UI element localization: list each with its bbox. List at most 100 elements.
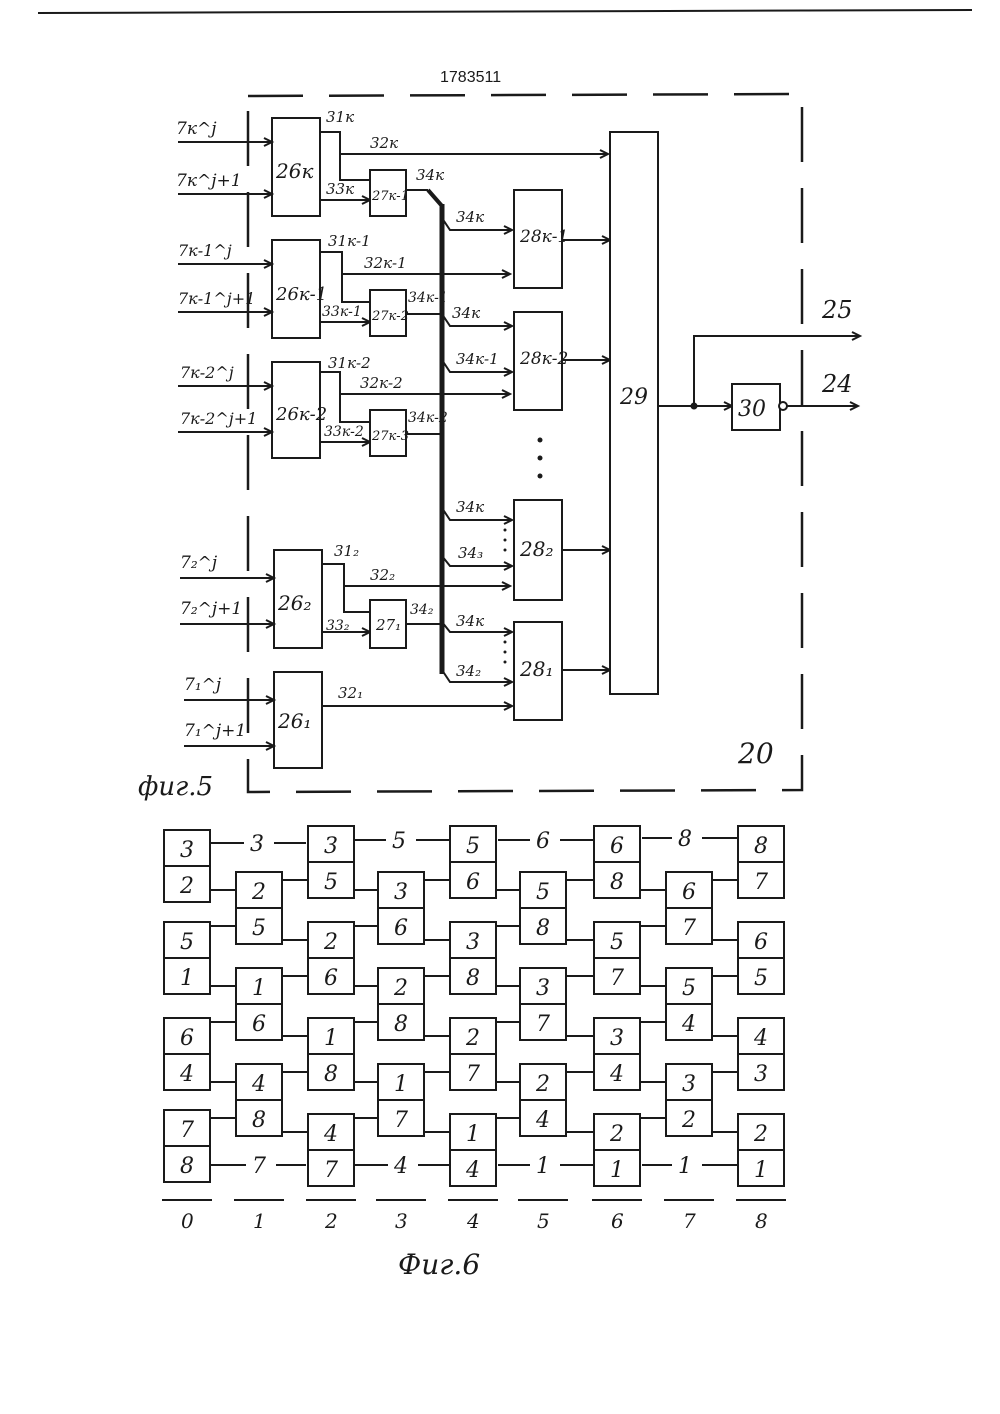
bottom-link-1: 4 xyxy=(393,1154,408,1179)
net-cell-value-6-5: 4 xyxy=(609,1062,624,1087)
block-27k-1-label: 27к-1 xyxy=(371,189,409,204)
net-cell-value-0-2: 5 xyxy=(180,930,194,955)
stage-label-3: 3 xyxy=(395,1209,408,1233)
net-cell-value-1-2: 1 xyxy=(252,976,266,1001)
net-cell-value-3-5: 7 xyxy=(394,1108,408,1133)
block-26-2-label: 26₂ xyxy=(277,591,311,615)
net-cell-value-8-6: 2 xyxy=(753,1122,768,1147)
top-link-3: 8 xyxy=(678,827,692,852)
block-27k-2-label: 27к-2 xyxy=(371,309,409,324)
input-72-j: 7₂^j xyxy=(180,553,218,573)
net-cell-value-3-2: 2 xyxy=(393,976,408,1001)
bus-tap-c: 34к-1 xyxy=(456,350,499,368)
top-link-1: 5 xyxy=(392,829,406,854)
net-cell-value-7-4: 3 xyxy=(682,1072,696,1097)
input-7k-1-j1: 7к-1^j+1 xyxy=(178,289,255,308)
net-cell-value-0-4: 6 xyxy=(180,1026,194,1051)
net-cell-value-3-0: 3 xyxy=(394,880,408,905)
net-cell-value-2-1: 5 xyxy=(324,870,338,895)
net-cell-value-4-6: 1 xyxy=(466,1122,480,1147)
input-7k-2-j: 7к-2^j xyxy=(180,363,234,382)
net-cell-value-3-3: 8 xyxy=(394,1012,408,1037)
wire-34-2: 34₂ xyxy=(410,602,434,618)
net-cell-value-8-3: 5 xyxy=(754,966,768,991)
bus-tap-b: 34к xyxy=(452,304,480,322)
wire-32k: 32к xyxy=(370,134,398,152)
wire-32k-1: 32к-1 xyxy=(364,254,407,272)
net-cell-value-8-7: 1 xyxy=(754,1158,768,1183)
net-cell-value-4-4: 2 xyxy=(465,1026,480,1051)
net-cell-value-2-4: 1 xyxy=(324,1026,338,1051)
input-71-j: 7₁^j xyxy=(184,675,222,695)
net-cell-value-6-7: 1 xyxy=(610,1158,624,1183)
net-cell-value-2-6: 4 xyxy=(323,1122,338,1147)
net-cell-value-0-1: 2 xyxy=(179,874,194,899)
stage-label-5: 5 xyxy=(537,1209,550,1233)
bus-tap-e: 34₃ xyxy=(458,544,483,562)
block-29-label: 29 xyxy=(619,385,648,410)
figure-6: 3 5 6 8 7 4 1 1 3 2 5 1 6 4 7 8 2 5 1 6 4 8 3 5 2 6 1 8 4 7 3 6… xyxy=(162,826,786,1281)
block-26k-1-label: 26к-1 xyxy=(275,284,327,305)
net-cell-value-4-3: 8 xyxy=(466,966,480,991)
net-cell-value-4-1: 6 xyxy=(466,870,480,895)
net-cell-value-2-5: 8 xyxy=(324,1062,338,1087)
net-cell-value-1-0: 2 xyxy=(251,880,266,905)
input-7k-1-j: 7к-1^j xyxy=(178,241,232,260)
net-cell-value-5-4: 2 xyxy=(535,1072,550,1097)
network-cells: 3251647825164835261847362817563827145837… xyxy=(164,826,784,1186)
bus-tap-g: 34₂ xyxy=(456,662,481,680)
wire-32-1: 32₁ xyxy=(338,684,363,702)
block-28-2-label: 28₂ xyxy=(519,537,553,561)
bottom-link-0: 7 xyxy=(252,1154,266,1179)
wire-34k: 34к xyxy=(416,166,444,184)
stage-label-2: 2 xyxy=(324,1209,338,1233)
net-cell-value-5-3: 7 xyxy=(536,1012,550,1037)
wire-31k-2: 31к-2 xyxy=(328,354,371,372)
top-link-0: 3 xyxy=(250,832,264,857)
net-cell-value-5-0: 5 xyxy=(536,880,550,905)
block-27-1-label: 27₁ xyxy=(375,616,401,634)
net-cell-value-2-0: 3 xyxy=(324,834,338,859)
net-cell-value-8-2: 6 xyxy=(754,930,768,955)
block-26-1-label: 26₁ xyxy=(277,709,311,733)
net-cell-value-3-1: 6 xyxy=(394,916,408,941)
net-cell-value-0-7: 8 xyxy=(180,1154,194,1179)
stage-label-0: 0 xyxy=(181,1209,194,1233)
wire-33k-2: 33к-2 xyxy=(324,424,364,440)
net-cell-value-7-0: 6 xyxy=(682,880,696,905)
net-cell-value-4-0: 5 xyxy=(466,834,480,859)
stage-label-4: 4 xyxy=(466,1209,480,1233)
block-28-1-label: 28₁ xyxy=(519,657,553,681)
net-cell-value-1-3: 6 xyxy=(252,1012,266,1037)
net-cell-value-4-5: 7 xyxy=(466,1062,480,1087)
net-cell-value-0-3: 1 xyxy=(180,966,194,991)
wire-31k: 31к xyxy=(326,108,354,126)
net-cell-value-8-4: 4 xyxy=(753,1026,768,1051)
input-7k-2-j1: 7к-2^j+1 xyxy=(180,409,257,428)
stage-label-7: 7 xyxy=(683,1209,696,1233)
net-cell-value-8-1: 7 xyxy=(754,870,768,895)
output-25: 25 xyxy=(821,296,853,324)
net-cell-value-8-0: 8 xyxy=(754,834,768,859)
wire-33k: 33к xyxy=(326,180,354,198)
output-24: 24 xyxy=(821,370,853,398)
block-26k-2-label: 26к-2 xyxy=(275,404,327,425)
net-cell-value-2-3: 6 xyxy=(324,966,338,991)
stage-axis: 012345678 xyxy=(162,1200,786,1233)
bottom-link-2: 1 xyxy=(536,1154,550,1179)
bus-tap-a: 34к xyxy=(456,208,484,226)
input-71-j1: 7₁^j+1 xyxy=(184,721,246,741)
block-29 xyxy=(610,132,658,694)
block-20-label: 20 xyxy=(737,737,774,770)
net-cell-value-6-1: 8 xyxy=(610,870,624,895)
top-rule xyxy=(38,10,972,13)
wire-31-2: 31₂ xyxy=(334,542,359,560)
net-cell-value-3-4: 1 xyxy=(394,1072,408,1097)
bus-tap-f: 34к xyxy=(456,612,484,630)
net-cell-value-7-1: 7 xyxy=(682,916,696,941)
net-cell-value-2-7: 7 xyxy=(324,1158,338,1183)
net-cell-value-1-4: 4 xyxy=(251,1072,266,1097)
input-7k-j1: 7к^j+1 xyxy=(176,171,242,191)
network-connectors xyxy=(210,880,738,1132)
net-cell-value-7-2: 5 xyxy=(682,976,696,1001)
